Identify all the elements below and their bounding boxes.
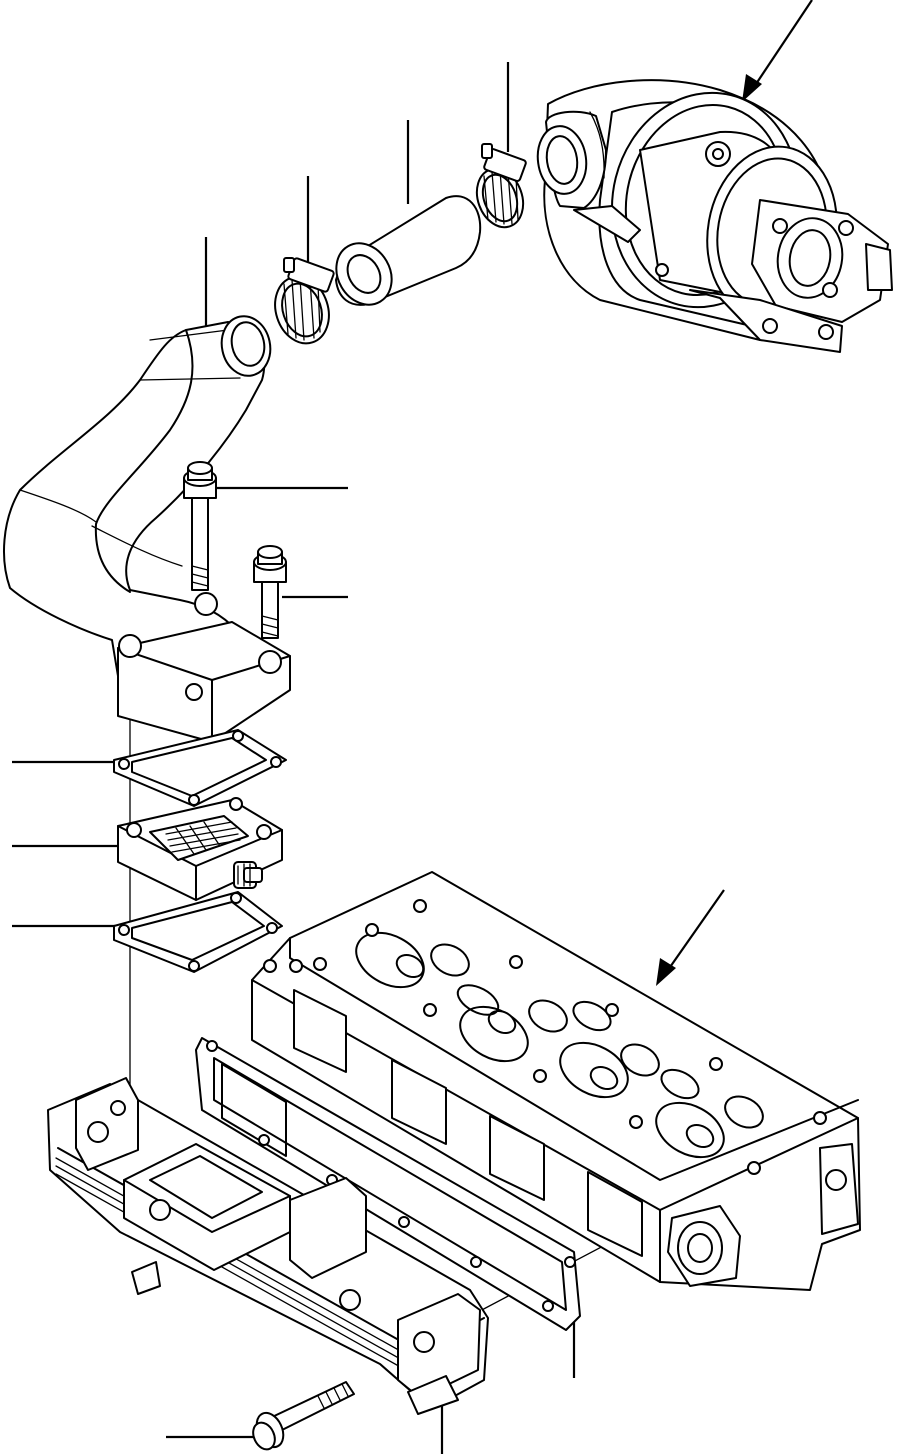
arrow-turbocharger xyxy=(742,74,762,102)
bolt-long xyxy=(184,462,216,590)
cylinder-head xyxy=(252,872,860,1290)
manifold-bolt xyxy=(249,1382,354,1453)
air-connector-elbow xyxy=(4,312,290,742)
hose-clamp-upper xyxy=(469,144,531,234)
arrow-cylinder-head xyxy=(656,958,676,986)
hose-clamp-lower xyxy=(267,257,337,350)
intake-manifold-gasket xyxy=(196,1038,580,1330)
intake-manifold xyxy=(48,1078,488,1414)
bolt-short xyxy=(254,546,286,638)
hose xyxy=(325,196,480,315)
leader-turbocharger xyxy=(752,0,812,90)
leader-cylinder-head xyxy=(668,890,724,970)
gasket-upper xyxy=(114,730,286,806)
gasket-lower xyxy=(114,892,282,972)
turbocharger xyxy=(534,73,892,352)
intake-air-heater xyxy=(118,798,282,900)
